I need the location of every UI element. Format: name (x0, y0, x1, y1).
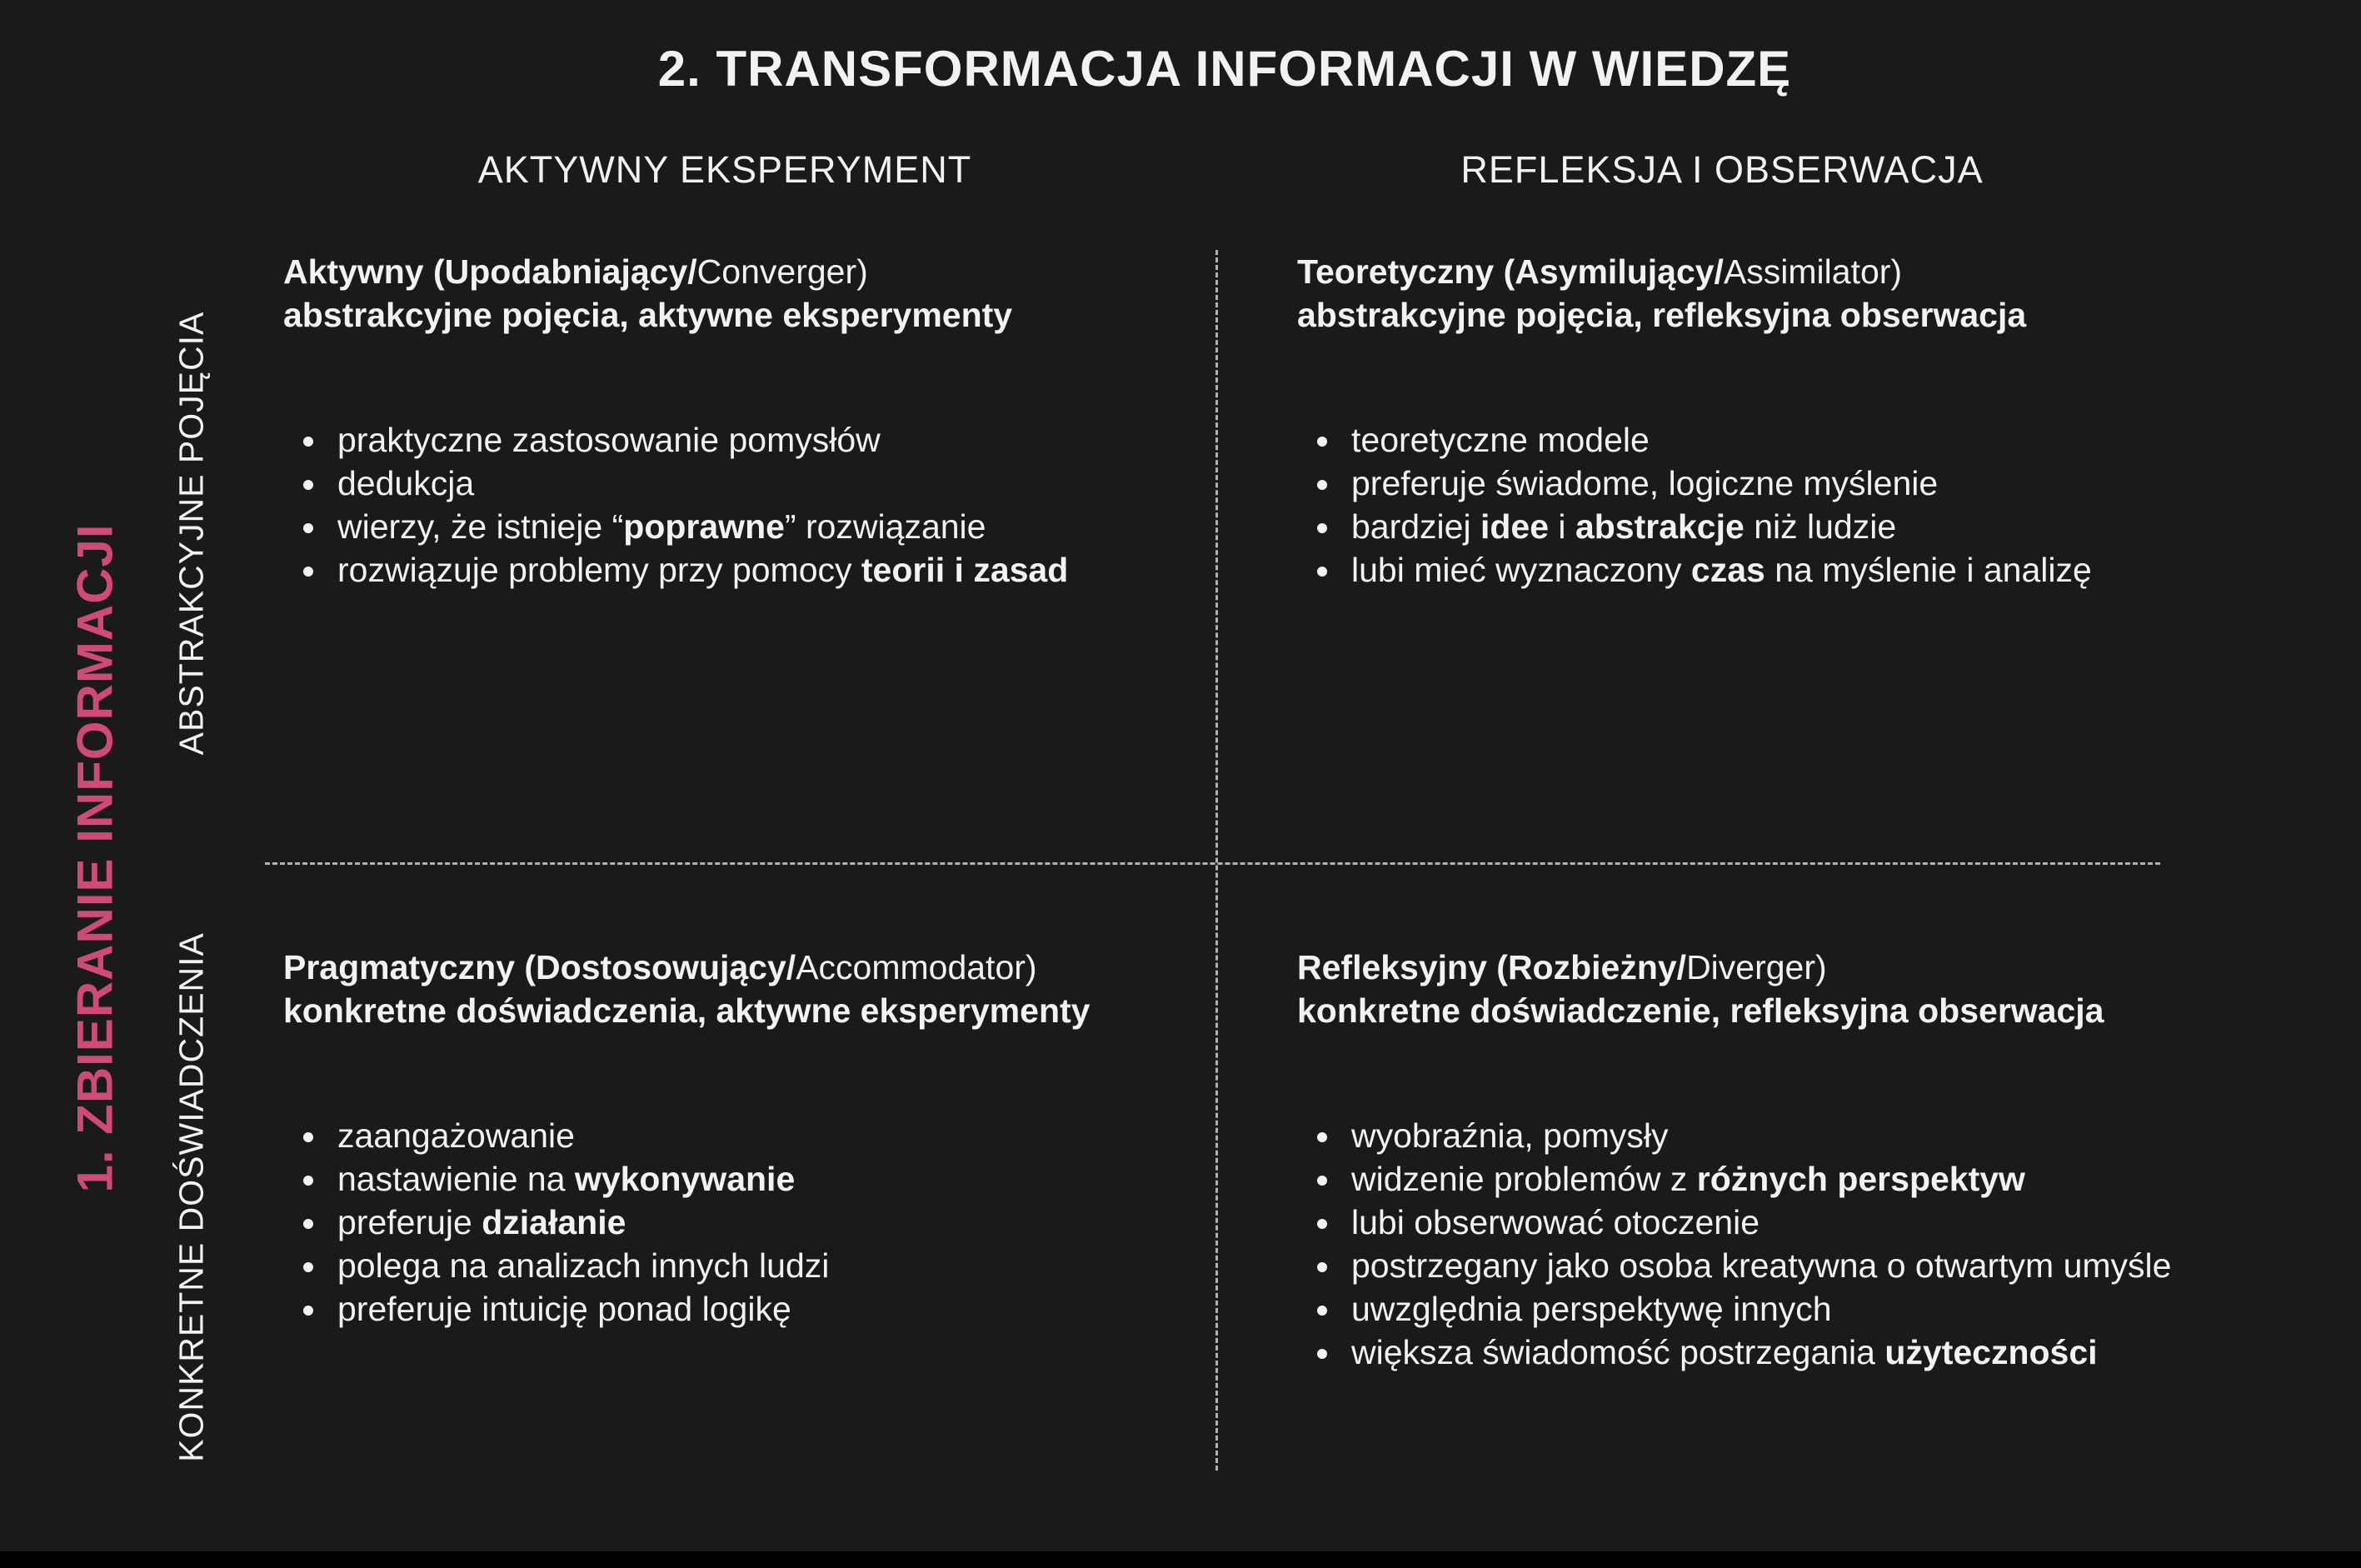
quadrant-accommodator: Pragmatyczny (Dostosowujący/Accommodator… (283, 946, 1200, 1331)
bullet-item: zaangażowanie (283, 1114, 1200, 1157)
quadrant-name-bold: Pragmatyczny (Dostosowujący/ (283, 948, 796, 986)
column-header-active-experiment: AKTYWNY EKSPERYMENT (477, 148, 972, 191)
quadrant-diverger: Refleksyjny (Rozbieżny/Diverger) konkret… (1297, 946, 2347, 1374)
horizontal-divider (265, 862, 2160, 865)
quadrant-name-english: Assimilator) (1723, 252, 1903, 291)
quadrant-bullet-list: praktyczne zastosowanie pomysłów dedukcj… (283, 418, 1200, 592)
bullet-item: wierzy, że istnieje “poprawne” rozwiązan… (283, 505, 1200, 548)
bullet-item: dedukcja (283, 462, 1200, 505)
bullet-item: rozwiązuje problemy przy pomocy teorii i… (283, 548, 1200, 592)
quadrant-converger: Aktywny (Upodabniający/Converger) abstra… (283, 250, 1200, 592)
quadrant-name-english: Diverger) (1686, 948, 1827, 986)
row-header-abstract-concepts: ABSTRAKCYJNE POJĘCIA (172, 311, 211, 756)
bullet-item: teoretyczne modele (1297, 418, 2347, 462)
bullet-item: preferuje intuicję ponad logikę (283, 1287, 1200, 1331)
quadrant-subtitle: konkretne doświadczenia, aktywne ekspery… (283, 991, 1091, 1030)
column-header-reflection-observation: REFLEKSJA I OBSERWACJA (1460, 148, 1984, 191)
bullet-item: postrzegany jako osoba kreatywna o otwar… (1297, 1244, 2347, 1287)
bullet-item: preferuje działanie (283, 1201, 1200, 1244)
bullet-item: praktyczne zastosowanie pomysłów (283, 418, 1200, 462)
quadrant-subtitle: abstrakcyjne pojęcia, refleksyjna obserw… (1297, 296, 2027, 334)
quadrant-name-english: Converger) (696, 252, 868, 291)
quadrant-title: Pragmatyczny (Dostosowujący/Accommodator… (283, 946, 1200, 989)
bullet-item: polega na analizach innych ludzi (283, 1244, 1200, 1287)
quadrant-subtitle: abstrakcyjne pojęcia, aktywne eksperymen… (283, 296, 1013, 334)
bullet-item: lubi obserwować otoczenie (1297, 1201, 2347, 1244)
bullet-item: lubi mieć wyznaczony czas na myślenie i … (1297, 548, 2347, 592)
bullet-item: większa świadomość postrzegania użyteczn… (1297, 1331, 2347, 1374)
quadrant-bullet-list: wyobraźnia, pomysły widzenie problemów z… (1297, 1114, 2347, 1374)
row-header-concrete-experiences: KONKRETNE DOŚWIADCZENIA (172, 932, 211, 1462)
bullet-item: nastawienie na wykonywanie (283, 1157, 1200, 1201)
quadrant-title: Teoretyczny (Asymilujący/Assimilator) (1297, 250, 2347, 293)
bullet-item: uwzględnia perspektywę innych (1297, 1287, 2347, 1331)
bullet-item: widzenie problemów z różnych perspektyw (1297, 1157, 2347, 1201)
bullet-item: wyobraźnia, pomysły (1297, 1114, 2347, 1157)
quadrant-title: Aktywny (Upodabniający/Converger) (283, 250, 1200, 293)
quadrant-bullet-list: teoretyczne modele preferuje świadome, l… (1297, 418, 2347, 592)
bullet-item: preferuje świadome, logiczne myślenie (1297, 462, 2347, 505)
quadrant-assimilator: Teoretyczny (Asymilujący/Assimilator) ab… (1297, 250, 2347, 592)
diagram-title: 2. TRANSFORMACJA INFORMACJI W WIEDZĘ (657, 41, 1792, 97)
quadrant-bullet-list: zaangażowanie nastawienie na wykonywanie… (283, 1114, 1200, 1331)
vertical-divider (1215, 250, 1218, 1471)
quadrant-name-english: Accommodator) (796, 948, 1037, 986)
quadrant-name-bold: Aktywny (Upodabniający/ (283, 252, 697, 291)
vertical-axis-label: 1. ZBIERANIE INFORMACJI (67, 523, 123, 1193)
quadrant-name-bold: Teoretyczny (Asymilujący/ (1297, 252, 1724, 291)
bullet-item: bardziej idee i abstrakcje niż ludzie (1297, 505, 2347, 548)
quadrant-subtitle: konkretne doświadczenie, refleksyjna obs… (1297, 991, 2104, 1030)
quadrant-name-bold: Refleksyjny (Rozbieżny/ (1297, 948, 1687, 986)
quadrant-title: Refleksyjny (Rozbieżny/Diverger) (1297, 946, 2347, 989)
